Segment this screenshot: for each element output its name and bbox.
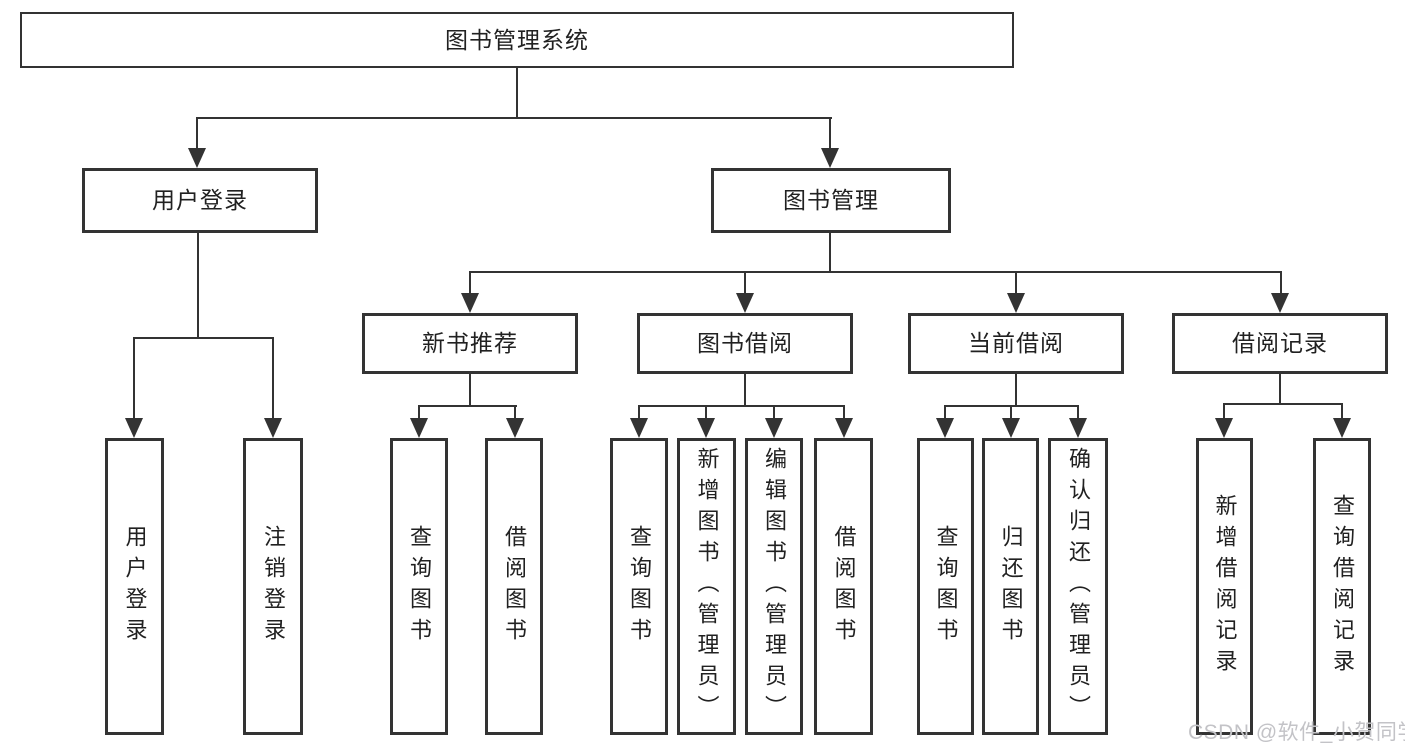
node-user-login-label: 用户登录 xyxy=(152,187,248,213)
leaf-add-borrow-record-label: 新增借阅记录 xyxy=(1212,493,1238,680)
leaf-query-books-1: 查询图书 xyxy=(390,438,448,735)
connector-line xyxy=(1223,403,1225,420)
arrow-down-icon xyxy=(697,418,715,438)
connector-line xyxy=(418,405,420,420)
arrow-down-icon xyxy=(188,148,206,168)
node-book-borrow-label: 图书借阅 xyxy=(697,330,793,356)
leaf-borrow-books-1-label: 借阅图书 xyxy=(502,524,527,649)
leaf-user-login: 用户登录 xyxy=(105,438,164,735)
node-book-management: 图书管理 xyxy=(711,168,951,233)
leaf-query-books-3-label: 查询图书 xyxy=(933,524,959,649)
arrow-down-icon xyxy=(1215,418,1233,438)
node-new-book-recommend-label: 新书推荐 xyxy=(422,330,518,356)
leaf-query-books-2: 查询图书 xyxy=(610,438,668,735)
connector-line xyxy=(773,405,775,420)
connector-line xyxy=(272,337,274,420)
leaf-edit-books-admin-label: 编辑图书（管理员） xyxy=(762,447,787,726)
connector-line xyxy=(133,337,135,420)
arrow-down-icon xyxy=(125,418,143,438)
connector-line xyxy=(744,271,746,295)
arrow-down-icon xyxy=(410,418,428,438)
connector-line xyxy=(1223,403,1343,405)
connector-line xyxy=(469,271,1282,273)
connector-line xyxy=(133,337,274,339)
connector-line xyxy=(1010,405,1012,420)
node-root-label: 图书管理系统 xyxy=(445,26,589,53)
leaf-confirm-return-admin-label: 确认归还（管理员） xyxy=(1066,447,1091,726)
connector-line xyxy=(705,405,707,420)
leaf-logout-label: 注销登录 xyxy=(261,524,286,649)
leaf-logout: 注销登录 xyxy=(243,438,303,735)
leaf-confirm-return-admin: 确认归还（管理员） xyxy=(1048,438,1108,735)
leaf-query-books-1-label: 查询图书 xyxy=(407,524,432,649)
leaf-add-borrow-record: 新增借阅记录 xyxy=(1196,438,1253,735)
leaf-add-books-admin: 新增图书（管理员） xyxy=(677,438,736,735)
leaf-return-books: 归还图书 xyxy=(982,438,1039,735)
csdn-watermark: CSDN @软件_小贺同学 xyxy=(1188,721,1405,744)
connector-line xyxy=(744,374,746,407)
connector-line xyxy=(469,271,471,295)
node-user-login: 用户登录 xyxy=(82,168,318,233)
connector-line xyxy=(1341,403,1343,420)
connector-line xyxy=(197,233,199,339)
leaf-edit-books-admin: 编辑图书（管理员） xyxy=(745,438,803,735)
connector-line xyxy=(1280,271,1282,295)
arrow-down-icon xyxy=(630,418,648,438)
leaf-user-login-label: 用户登录 xyxy=(122,524,148,649)
connector-line xyxy=(196,117,832,119)
arrow-down-icon xyxy=(1271,293,1289,313)
arrow-down-icon xyxy=(1007,293,1025,313)
arrow-down-icon xyxy=(264,418,282,438)
connector-line xyxy=(638,405,845,407)
arrow-down-icon xyxy=(765,418,783,438)
arrow-down-icon xyxy=(461,293,479,313)
leaf-borrow-books-2-label: 借阅图书 xyxy=(831,524,857,649)
connector-line xyxy=(418,405,517,407)
connector-line xyxy=(829,233,831,273)
connector-line xyxy=(469,374,471,407)
connector-line xyxy=(516,68,518,119)
node-borrow-records-label: 借阅记录 xyxy=(1232,330,1328,356)
connector-line xyxy=(196,117,198,152)
leaf-add-books-admin-label: 新增图书（管理员） xyxy=(694,447,720,726)
leaf-query-books-2-label: 查询图书 xyxy=(627,524,652,649)
arrow-down-icon xyxy=(936,418,954,438)
node-new-book-recommend: 新书推荐 xyxy=(362,313,578,374)
arrow-down-icon xyxy=(736,293,754,313)
leaf-borrow-books-2: 借阅图书 xyxy=(814,438,873,735)
leaf-query-borrow-record: 查询借阅记录 xyxy=(1313,438,1371,735)
connector-line xyxy=(1015,374,1017,407)
connector-line xyxy=(638,405,640,420)
connector-line xyxy=(1015,271,1017,295)
connector-line xyxy=(1279,374,1281,405)
arrow-down-icon xyxy=(1002,418,1020,438)
node-current-borrow-label: 当前借阅 xyxy=(968,330,1064,356)
leaf-borrow-books-1: 借阅图书 xyxy=(485,438,543,735)
leaf-query-books-3: 查询图书 xyxy=(917,438,974,735)
node-book-borrow: 图书借阅 xyxy=(637,313,853,374)
node-book-management-label: 图书管理 xyxy=(783,187,879,213)
connector-line xyxy=(514,405,516,420)
node-current-borrow: 当前借阅 xyxy=(908,313,1124,374)
connector-line xyxy=(843,405,845,420)
connector-line xyxy=(829,117,831,152)
arrow-down-icon xyxy=(835,418,853,438)
connector-line xyxy=(1077,405,1079,420)
node-borrow-records: 借阅记录 xyxy=(1172,313,1388,374)
arrow-down-icon xyxy=(506,418,524,438)
arrow-down-icon xyxy=(821,148,839,168)
connector-line xyxy=(944,405,946,420)
leaf-return-books-label: 归还图书 xyxy=(998,524,1024,649)
arrow-down-icon xyxy=(1069,418,1087,438)
leaf-query-borrow-record-label: 查询借阅记录 xyxy=(1330,493,1355,680)
node-root: 图书管理系统 xyxy=(20,12,1014,68)
arrow-down-icon xyxy=(1333,418,1351,438)
